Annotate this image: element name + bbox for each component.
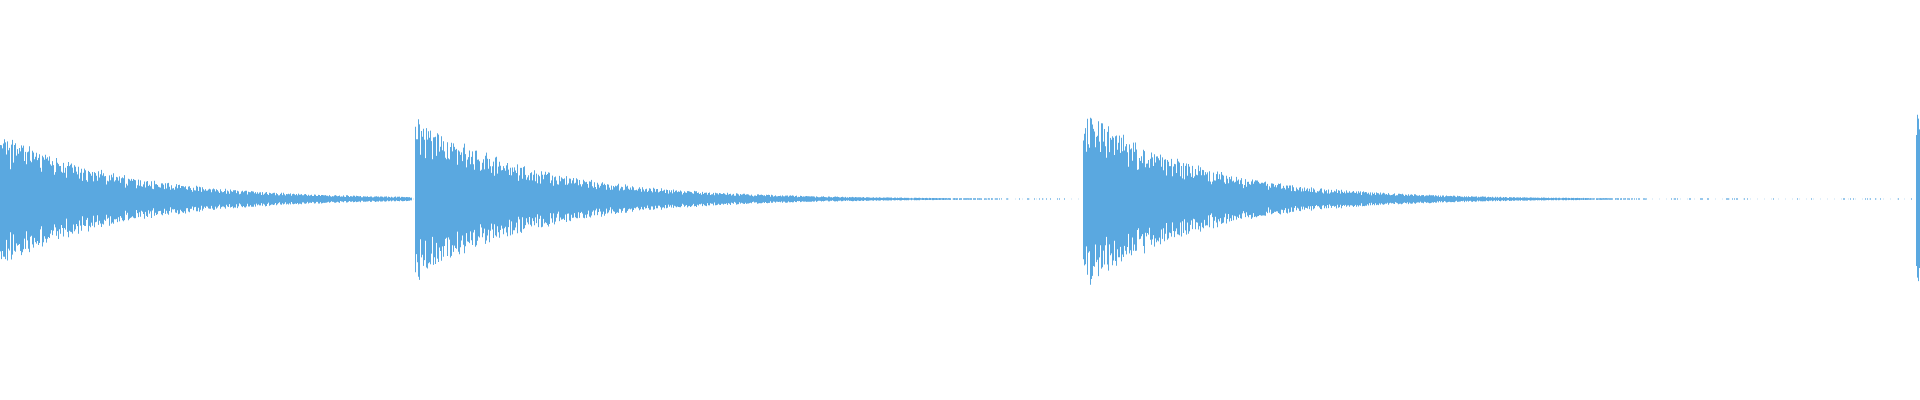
waveform-hit-1 — [0, 139, 412, 261]
waveform-hit-4 — [1916, 114, 1920, 282]
waveform-envelope-4 — [1916, 114, 1920, 282]
waveform-hit-2 — [415, 119, 1065, 280]
waveform-hit-3 — [1083, 117, 1912, 285]
waveform-envelope-3 — [1083, 117, 1912, 285]
waveform-envelope-1 — [0, 139, 412, 261]
waveform-envelope-2 — [415, 119, 1065, 280]
